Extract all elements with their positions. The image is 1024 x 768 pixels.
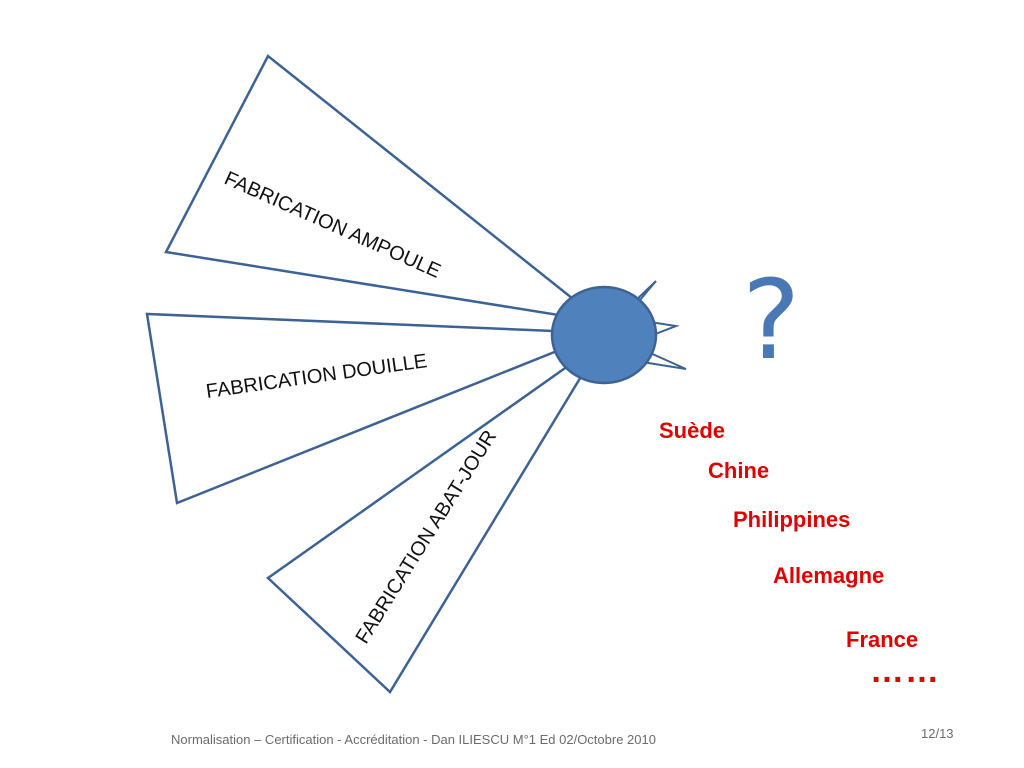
country-suede: Suède [659,418,726,443]
central-sun [550,285,658,385]
cone-abat-jour [266,340,604,694]
ellipsis: …… [870,652,940,690]
question-mark: ? [742,256,800,384]
cone-ampoule [164,54,607,324]
country-chine: Chine [708,458,770,483]
footer-text: Normalisation – Certification - Accrédit… [171,732,656,747]
country-philippines: Philippines [733,507,851,532]
cone-douille [145,312,603,505]
page-number: 12/13 [921,726,954,741]
country-france: France [846,627,919,652]
country-allemagne: Allemagne [773,563,885,588]
